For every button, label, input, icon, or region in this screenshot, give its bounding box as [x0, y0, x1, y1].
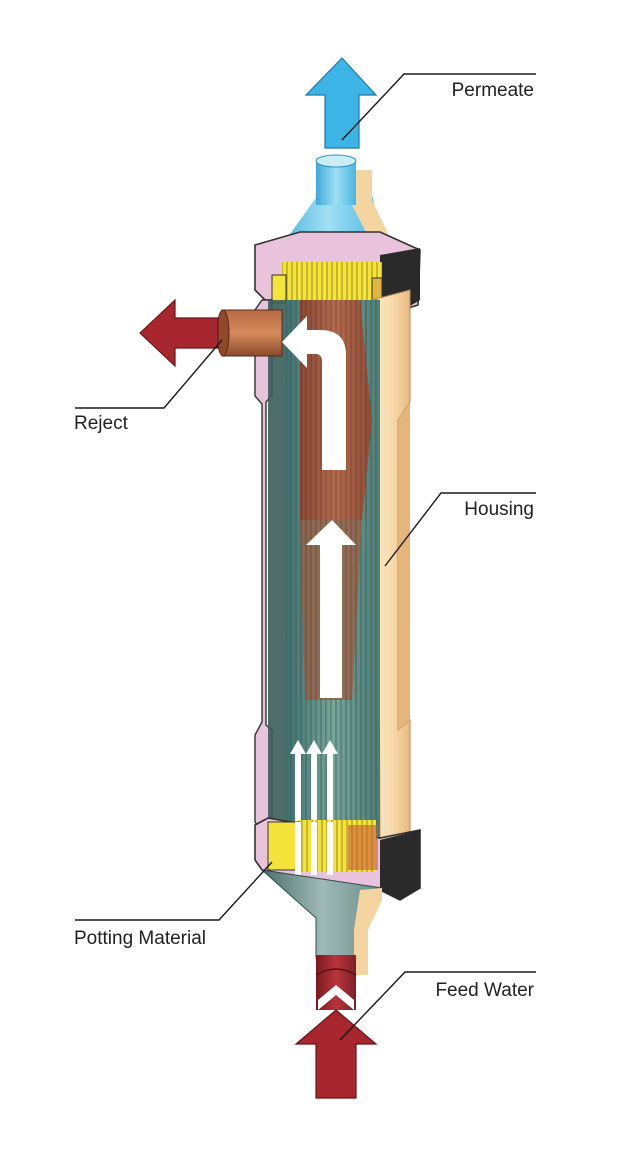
top-potting [271, 274, 287, 304]
leader-lines [75, 73, 536, 1041]
top-tube-sheet [282, 262, 382, 300]
top-cap [254, 231, 421, 313]
housing-label: Housing [464, 499, 534, 520]
internal-flow [282, 316, 356, 875]
permeate-tube-opening [315, 154, 357, 168]
reject-pipe [221, 309, 283, 357]
bottom-cap [254, 817, 421, 901]
up-flow-arrow [306, 520, 356, 698]
reject-label: Reject [74, 413, 129, 434]
permeate-label: Permeate [452, 80, 534, 101]
feed-flow-arrow [294, 1009, 378, 1099]
reject-leader-line [75, 339, 223, 409]
casing-cutaway [254, 299, 288, 840]
permeate-flow-arrow [304, 57, 378, 149]
potting-leader-line [75, 861, 273, 921]
housing-leader-line [384, 492, 536, 567]
bottom-potting [267, 821, 301, 871]
permeate-leader-line [341, 73, 536, 141]
potting-material-label: Potting Material [74, 928, 206, 949]
reject-outlet [139, 298, 283, 368]
reject-flow-arrow [139, 298, 219, 368]
feed-inlet-arrows [290, 740, 338, 875]
turn-flow-arrow [282, 316, 346, 470]
feed-leader-line [339, 971, 536, 1041]
feed-inlet [260, 869, 383, 1099]
feed-water-label: Feed Water [435, 980, 534, 1001]
labels: Permeate Reject Housing Potting Material… [74, 80, 535, 1001]
